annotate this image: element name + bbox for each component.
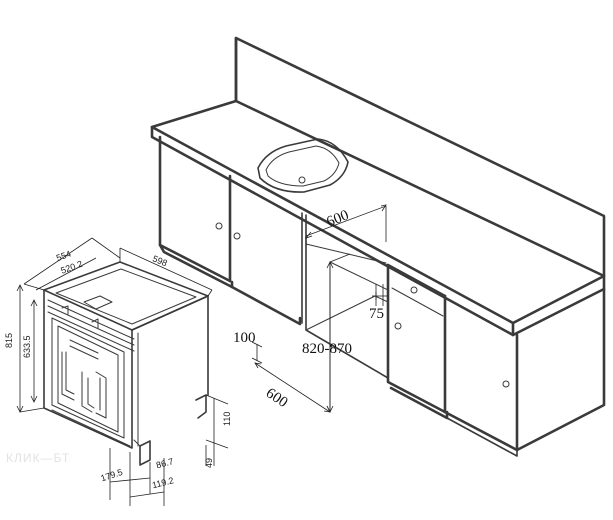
watermark: КЛИК—БТ xyxy=(6,451,70,465)
label-niche-width: 600 xyxy=(324,207,351,230)
label-height-body: 633.5 xyxy=(22,335,32,358)
label-door-86-7: 86.7 xyxy=(155,456,174,470)
label-niche-height: 820-870 xyxy=(302,341,352,357)
label-width: 598 xyxy=(151,253,169,268)
kitchen-cabinet-drawing: 600 820-870 100 600 75 xyxy=(150,36,606,457)
label-foot-110: 110 xyxy=(222,412,232,426)
dimension-plinth xyxy=(251,341,263,364)
door-knob-icon xyxy=(233,232,241,240)
door-knob-icon xyxy=(502,380,510,388)
dimension-niche-depth xyxy=(254,362,331,413)
sink xyxy=(257,138,349,193)
dimension-niche-width xyxy=(304,204,387,246)
drawer-knob-icon xyxy=(410,286,418,294)
label-niche-depth: 600 xyxy=(263,385,291,411)
door-knob-icon xyxy=(394,322,402,330)
dimension-gap xyxy=(372,284,388,306)
dishwasher-dimensions xyxy=(16,237,229,506)
label-door-119-2: 119.2 xyxy=(151,475,175,490)
door-knob-icon xyxy=(215,222,223,230)
label-plinth-height: 100 xyxy=(233,330,256,346)
label-depth-total: 554 xyxy=(55,249,73,264)
label-foot-49: 49 xyxy=(204,458,214,468)
dishwasher-drawing xyxy=(43,261,209,466)
label-height-total: 815 xyxy=(4,333,14,348)
label-gap: 75 xyxy=(369,306,384,322)
